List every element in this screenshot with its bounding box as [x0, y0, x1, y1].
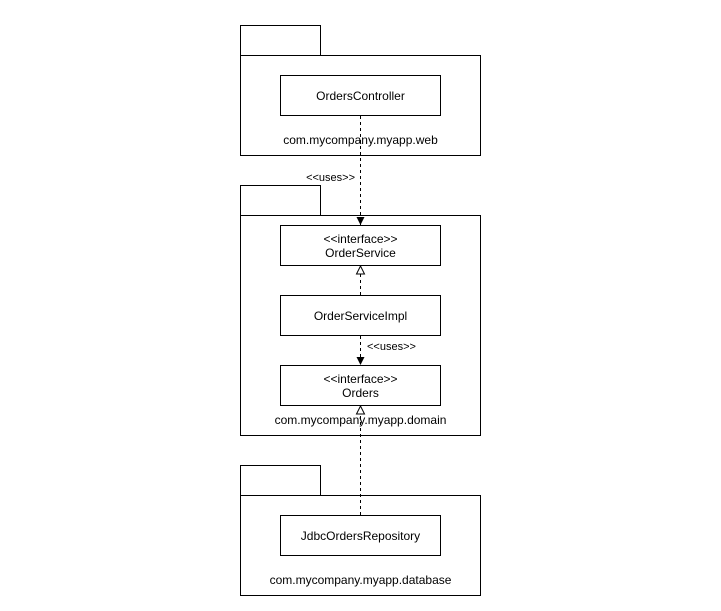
class-order-service-impl-box	[280, 295, 441, 336]
class-jdbc-orders-repository[interactable]: JdbcOrdersRepository	[280, 515, 441, 556]
relation-impl-uses-orders[interactable]: <<uses>>	[356, 336, 416, 365]
class-jdbc-orders-repository-box	[280, 515, 441, 556]
class-order-service-stereotype: <<interface>>	[323, 232, 397, 246]
class-orders-controller-name: OrdersController	[316, 89, 405, 103]
class-order-service-impl[interactable]: OrderServiceImpl	[280, 295, 441, 336]
package-domain-tab	[240, 185, 321, 216]
class-orders-box	[280, 365, 441, 406]
package-web-tab	[240, 25, 321, 56]
uses-label: <<uses>>	[367, 341, 416, 353]
package-database-label: com.mycompany.myapp.database	[270, 573, 452, 587]
class-orders-controller-box	[280, 75, 441, 116]
relation-controller-uses-service[interactable]: <<uses>>	[306, 116, 365, 225]
class-jdbc-orders-repository-name: JdbcOrdersRepository	[301, 529, 420, 543]
class-order-service-name: OrderService	[325, 246, 396, 260]
class-orders[interactable]: <<interface>> Orders	[280, 365, 441, 406]
class-order-service-box	[280, 225, 441, 266]
class-orders-name: Orders	[342, 386, 379, 400]
package-database-tab	[240, 465, 321, 496]
class-orders-controller[interactable]: OrdersController	[280, 75, 441, 116]
class-order-service[interactable]: <<interface>> OrderService	[280, 225, 441, 266]
uses-label: <<uses>>	[306, 172, 355, 184]
class-orders-stereotype: <<interface>>	[323, 372, 397, 386]
class-order-service-impl-name: OrderServiceImpl	[314, 309, 407, 323]
package-domain-label: com.mycompany.myapp.domain	[275, 413, 447, 427]
